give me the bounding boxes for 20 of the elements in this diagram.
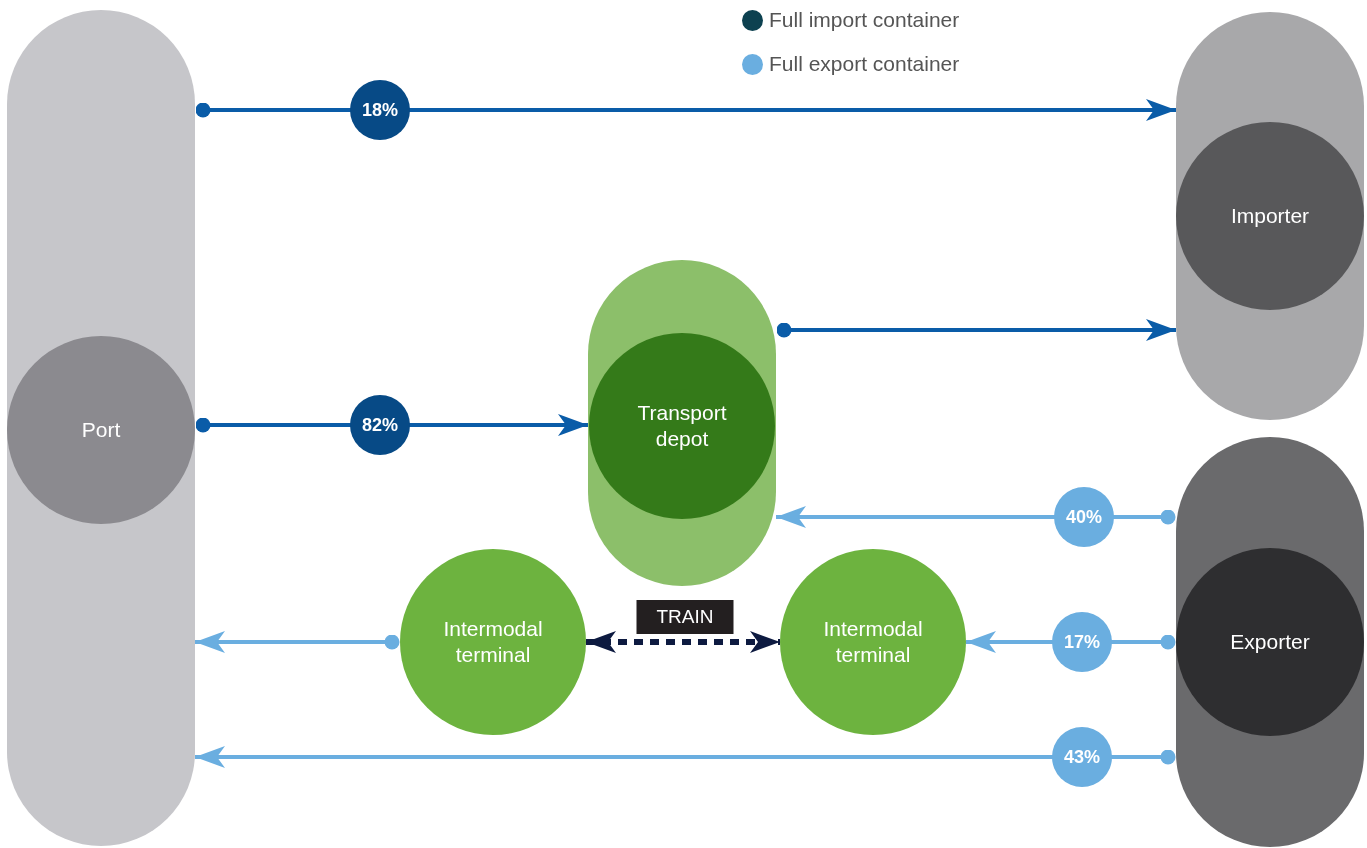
node-label: Port [80, 417, 122, 443]
percentage-badge: 40% [1054, 487, 1114, 547]
legend-label: Full import container [769, 8, 960, 32]
node-label: Exporter [1229, 629, 1311, 655]
percentage-badge: 43% [1052, 727, 1112, 787]
arrow [776, 319, 1176, 341]
exporter-pill [1176, 437, 1364, 847]
node-label: Transport depot [636, 400, 728, 452]
node-label: Importer [1229, 203, 1311, 229]
arrow [195, 99, 1176, 121]
legend-label: Full export container [769, 52, 960, 76]
node-label: Intermodal terminal [822, 616, 924, 668]
percentage-badge: 82% [350, 395, 410, 455]
percentage-badge: 17% [1052, 612, 1112, 672]
arrow [586, 631, 780, 653]
percentage-badge: 18% [350, 80, 410, 140]
arrow [195, 631, 400, 653]
arrow [195, 746, 1176, 768]
edge-label: TRAIN [636, 600, 734, 634]
node-label: Intermodal terminal [442, 616, 544, 668]
